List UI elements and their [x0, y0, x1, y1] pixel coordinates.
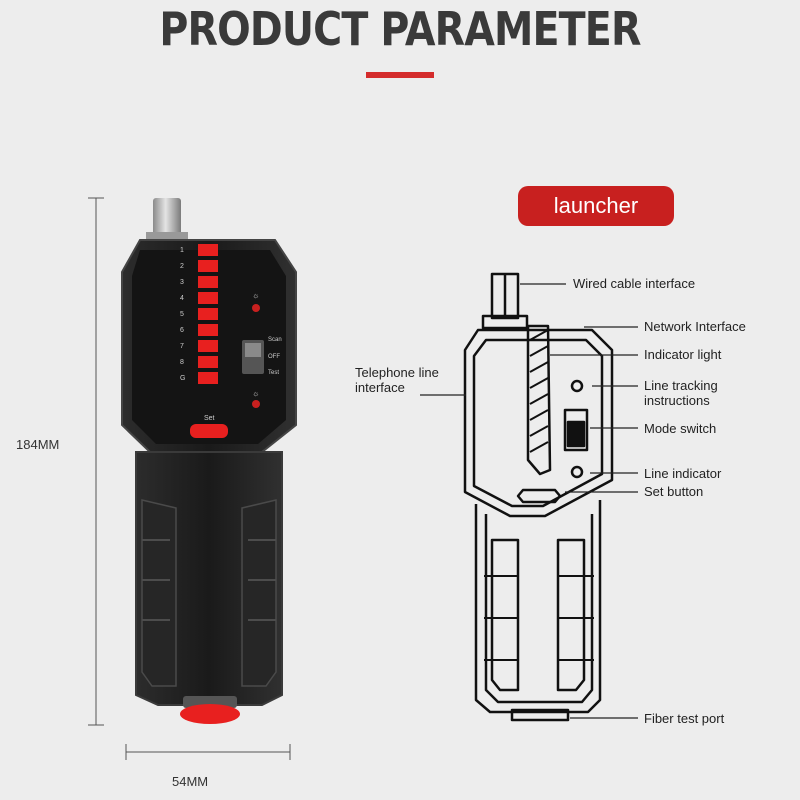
page-title: PRODUCT PARAMETER — [159, 2, 641, 56]
led-number: 1 — [180, 247, 184, 254]
led-number: 6 — [180, 327, 184, 334]
fiber-port — [180, 704, 240, 724]
set-label: Set — [204, 415, 215, 422]
callout-network-interface: Network Interface — [644, 319, 746, 334]
callout-fiber-test-port: Fiber test port — [644, 711, 725, 726]
title-underline — [366, 72, 434, 78]
callout-line: Telephone line — [355, 365, 439, 380]
callout-telephone-line-interface: Telephone line interface — [355, 365, 439, 395]
callout-line: Line tracking — [644, 378, 718, 393]
led-number: G — [180, 375, 185, 382]
callout-line-indicator: Line indicator — [644, 466, 722, 481]
callout-line: interface — [355, 380, 405, 395]
callout-indicator-light: Indicator light — [644, 347, 722, 362]
led-number: 4 — [180, 295, 184, 302]
led-strip — [198, 244, 218, 384]
callout-wired-cable-interface: Wired cable interface — [573, 276, 696, 291]
callout-set-button: Set button — [644, 484, 704, 499]
callout-mode-switch: Mode switch — [644, 421, 717, 436]
switch-label: Test — [268, 370, 279, 376]
led-number: 3 — [180, 279, 184, 286]
line-tracking-led — [252, 304, 260, 312]
cable-connector — [153, 198, 181, 238]
led-number: 7 — [180, 343, 184, 350]
led-number: 5 — [180, 311, 184, 318]
sun-icon: ☼ — [252, 389, 259, 398]
led-number: 8 — [180, 359, 184, 366]
width-dimension-label: 54MM — [172, 774, 209, 789]
callout-line: instructions — [644, 393, 710, 408]
launcher-badge: launcher — [518, 186, 674, 226]
height-dimension-label: 184MM — [16, 437, 60, 452]
switch-label: OFF — [268, 354, 280, 360]
switch-label: Scan — [268, 337, 282, 343]
callout-line-tracking-instructions: Line tracking instructions — [644, 378, 718, 408]
line-indicator-led — [252, 400, 260, 408]
led-number: 2 — [180, 263, 184, 270]
sun-icon: ☼ — [252, 291, 259, 300]
set-button — [190, 424, 228, 438]
